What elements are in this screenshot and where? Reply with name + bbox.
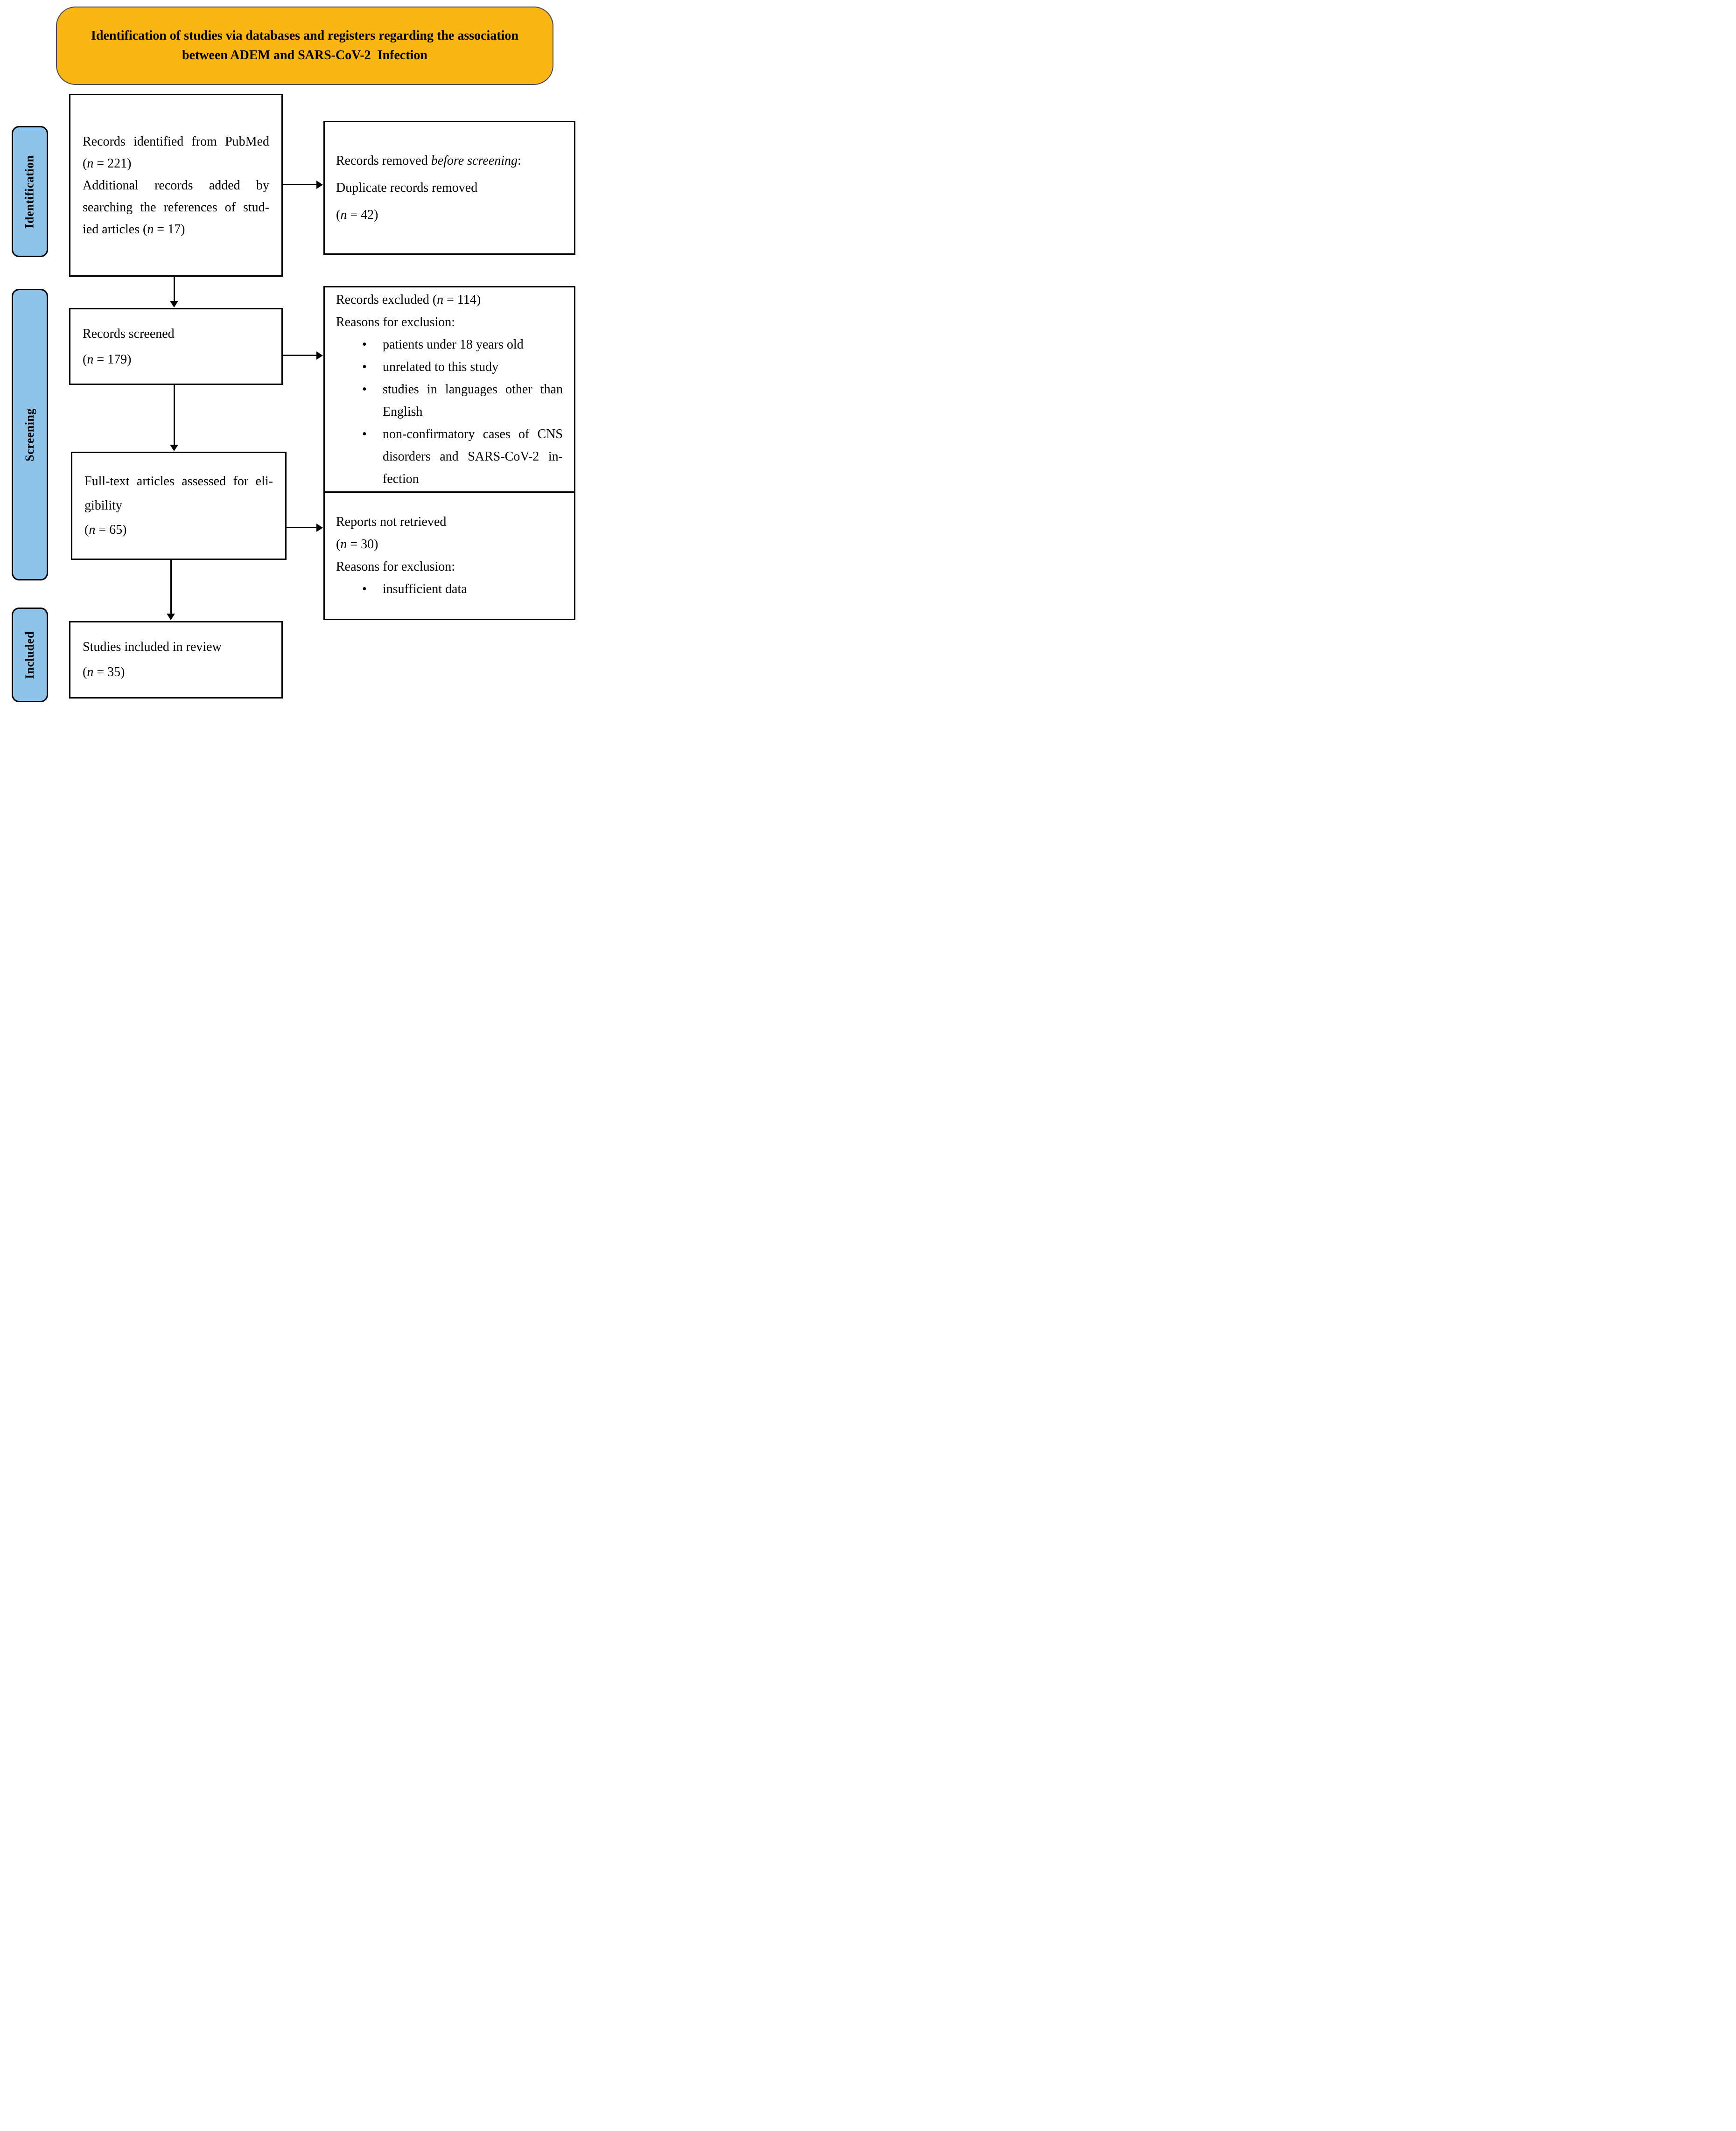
title-line-2: between ADEM and SARS-CoV-2 Infection [182, 48, 428, 63]
excluded-bullet-3-line1: studies in languages other than [383, 382, 563, 397]
records-excluded-reasons: Reasons for exclusion: [336, 314, 455, 329]
stage-label-included-text: Included [23, 631, 37, 679]
arrow-screened-to-excluded-line [283, 355, 318, 356]
records-identified-line3: Additional records added by [83, 178, 269, 193]
box-records-excluded: Records excluded (n = 114) Reasons for e… [323, 286, 575, 493]
studies-included-count: (n = 35) [83, 665, 125, 679]
excluded-bullet-2-text: unrelated to this study [383, 359, 499, 374]
arrow-fulltext-to-notretrieved-line [287, 527, 318, 528]
bullet-icon: • [362, 426, 367, 441]
arrow-fulltext-to-included-line [170, 560, 172, 615]
excluded-bullet-1-text: patients under 18 years old [383, 337, 524, 352]
notretrieved-bullet-1: • insufficient data [336, 578, 563, 601]
box-reports-not-retrieved: Reports not retrieved (n = 30) Reasons f… [323, 491, 575, 620]
box-records-identified: Records identified from PubMed (n = 221)… [69, 94, 283, 277]
excluded-bullet-3: • studies in languages other than Englis… [336, 378, 563, 423]
excluded-bullet-2: • unrelated to this study [336, 356, 563, 378]
stage-label-included: Included [12, 608, 48, 702]
fulltext-line1: Full-text articles assessed for eli- [84, 474, 273, 489]
notretrieved-count: (n = 30) [336, 537, 378, 552]
fulltext-line2: gibility [84, 498, 122, 513]
arrow-identified-to-removed-head [316, 181, 323, 189]
notretrieved-bullet-1-text: insufficient data [383, 582, 467, 596]
fulltext-count: (n = 65) [84, 523, 127, 537]
records-removed-line2: Duplicate records removed [336, 180, 478, 195]
excluded-bullet-4-line3: fection [383, 471, 419, 486]
arrow-screened-to-fulltext-line [174, 385, 175, 446]
stage-label-screening-text: Screening [23, 408, 37, 461]
excluded-bullet-3-line2: English [383, 404, 423, 419]
excluded-bullet-4: • non-confirmatory cases of CNS disorder… [336, 423, 563, 490]
stage-label-screening: Screening [12, 289, 48, 580]
records-excluded-line1: Records excluded (n = 114) [336, 292, 481, 307]
records-removed-line1: Records removed before screening: [336, 153, 521, 168]
records-identified-line4: searching the references of stud- [83, 200, 269, 215]
records-identified-line1: Records identified from PubMed [83, 134, 269, 149]
arrow-fulltext-to-included-head [167, 614, 175, 620]
records-identified-line5: ied articles (n = 17) [83, 222, 185, 237]
records-identified-count: (n = 221) [83, 156, 132, 171]
arrow-screened-to-excluded-head [316, 351, 323, 360]
notretrieved-line1: Reports not retrieved [336, 515, 447, 529]
records-screened-line1: Records screened [83, 326, 175, 341]
records-screened-count: (n = 179) [83, 352, 132, 367]
box-studies-included: Studies included in review (n = 35) [69, 621, 283, 699]
records-removed-count: (n = 42) [336, 207, 378, 222]
bullet-icon: • [362, 582, 367, 596]
stage-label-identification: Identification [12, 126, 48, 257]
arrow-identified-to-screened-line [174, 277, 175, 302]
stage-label-identification-text: Identification [23, 154, 37, 229]
title-line-1: Identification of studies via databases … [91, 28, 518, 43]
bullet-icon: • [362, 359, 367, 374]
box-records-removed: Records removed before screening: Duplic… [323, 121, 575, 255]
excluded-bullet-1: • patients under 18 years old [336, 334, 563, 356]
bullet-icon: • [362, 382, 367, 397]
excluded-bullet-4-line2: disorders and SARS-CoV-2 in- [383, 449, 563, 464]
arrow-screened-to-fulltext-head [170, 445, 178, 451]
arrow-identified-to-removed-line [283, 184, 318, 185]
box-records-screened: Records screened (n = 179) [69, 308, 283, 385]
arrow-identified-to-screened-head [170, 301, 178, 307]
arrow-fulltext-to-notretrieved-head [316, 524, 323, 532]
excluded-bullet-4-line1: non-confirmatory cases of CNS [383, 426, 563, 441]
box-fulltext-assessed: Full-text articles assessed for eli- gib… [71, 452, 287, 560]
bullet-icon: • [362, 337, 367, 352]
title-banner: Identification of studies via databases … [56, 7, 553, 85]
notretrieved-reasons: Reasons for exclusion: [336, 559, 455, 574]
prisma-flow-diagram: Identification of studies via databases … [0, 0, 579, 710]
studies-included-line1: Studies included in review [83, 640, 222, 654]
